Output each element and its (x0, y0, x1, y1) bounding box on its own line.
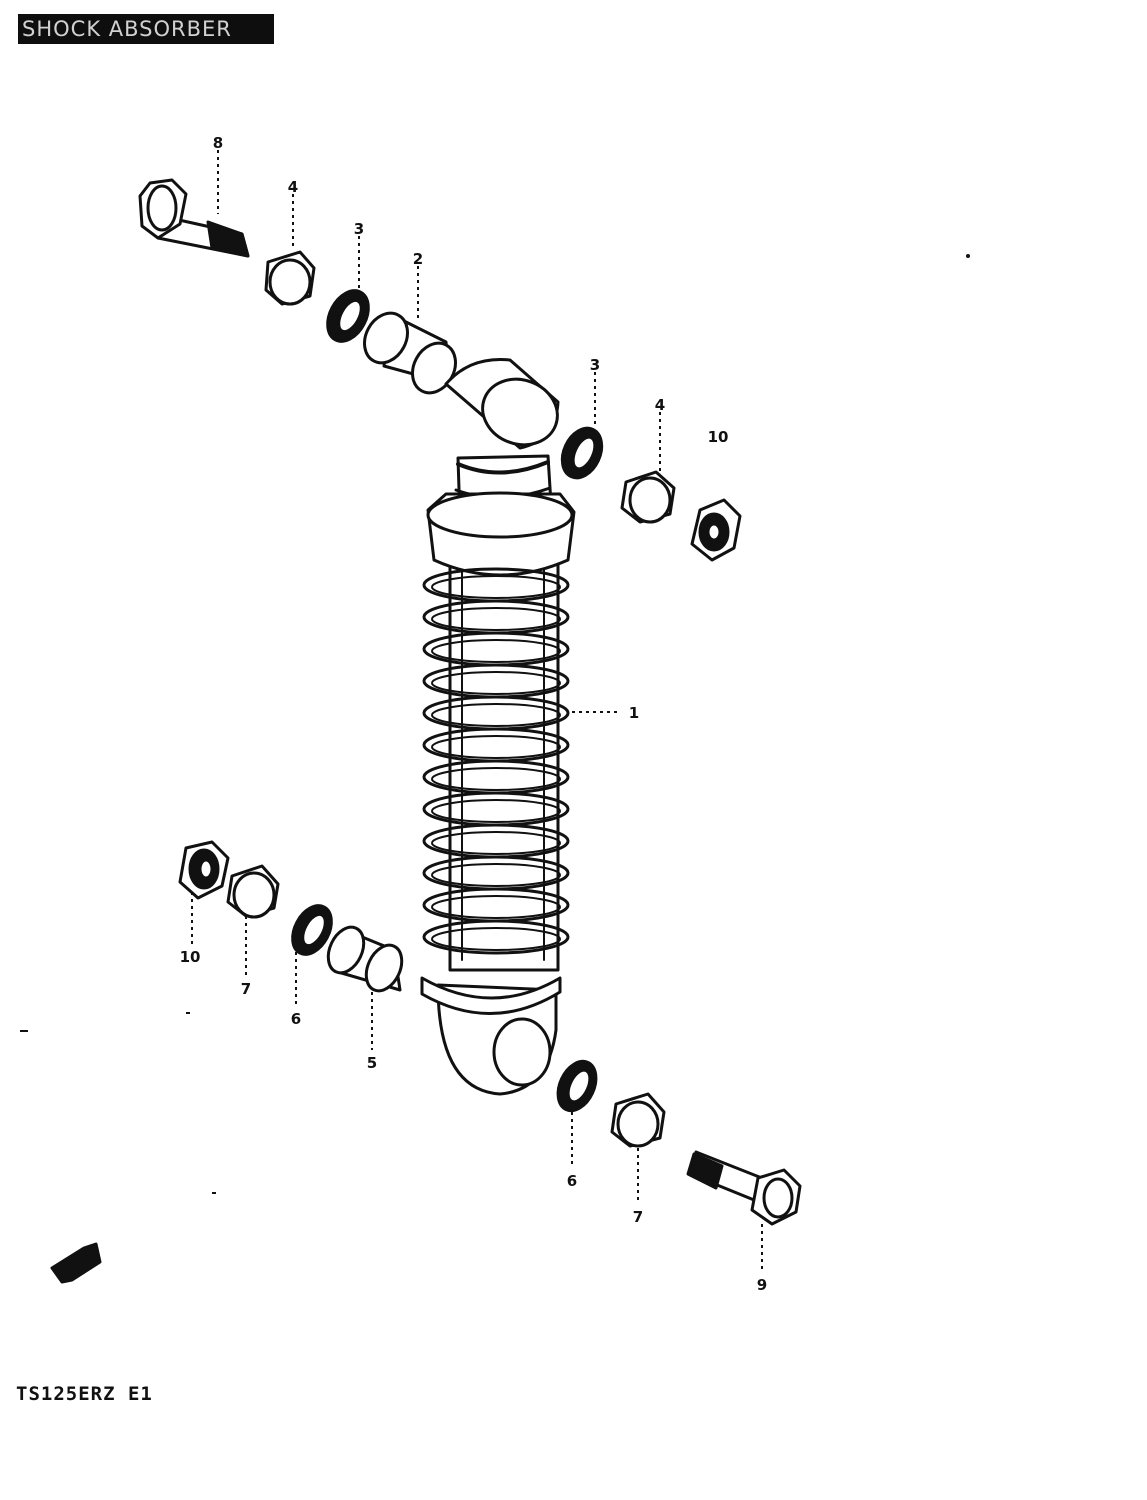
callout-4-upper-left: 4 (288, 178, 298, 196)
spring-coil-inner (431, 575, 561, 599)
callout-1: 1 (629, 704, 639, 722)
callout-3-upper-left: 3 (354, 220, 364, 238)
seal-upper-left-part3[interactable] (319, 284, 376, 349)
bolt-lower-part9[interactable] (686, 1150, 802, 1226)
collar-upper-right-part4[interactable] (620, 470, 676, 524)
callout-6-lower-right: 6 (567, 1172, 577, 1190)
spring-coil-inner (431, 863, 561, 887)
callout-3-upper-right: 3 (590, 356, 600, 374)
model-code: TS125ERZ E1 (16, 1383, 153, 1405)
spring-coil-inner (431, 639, 561, 663)
front-direction-arrow-icon (50, 1242, 102, 1284)
spring-coil-inner (431, 927, 561, 951)
spring-coil-inner (431, 895, 561, 919)
callout-4-upper-right: 4 (655, 396, 665, 414)
callout-2: 2 (413, 250, 423, 268)
spring-coil-inner (431, 799, 561, 823)
callout-9: 9 (757, 1276, 767, 1294)
collar-upper-left-part4[interactable] (264, 250, 316, 306)
header-bar (18, 14, 274, 44)
seal-upper-right-part3[interactable] (555, 422, 610, 484)
spring-coil-inner (431, 671, 561, 695)
callout-10-lower-left: 10 (180, 948, 201, 966)
seal-lower-left-part6[interactable] (285, 899, 339, 961)
spring-coil (422, 919, 570, 955)
spring-coil-inner (431, 735, 561, 759)
bolt-upper-part8[interactable] (138, 178, 250, 258)
spring-coil-inner (431, 607, 561, 631)
callout-5: 5 (367, 1054, 377, 1072)
collar-lower-left-part7[interactable] (226, 864, 280, 919)
callout-8: 8 (213, 134, 223, 152)
spring-coil-inner (431, 703, 561, 727)
spring-coil-inner (431, 831, 561, 855)
seal-lower-right-part6[interactable] (551, 1055, 604, 1116)
spring-coil-inner (431, 767, 561, 791)
callout-6-lower-left: 6 (291, 1010, 301, 1028)
callout-7-lower-left: 7 (241, 980, 251, 998)
nut-lower-left-part10[interactable] (178, 840, 230, 900)
callout-7-lower-right: 7 (633, 1208, 643, 1226)
nut-upper-right-part10[interactable] (690, 498, 742, 562)
callout-10-upper-right: 10 (708, 428, 729, 446)
diagram-title: SHOCK ABSORBER (22, 17, 232, 41)
spacer-lower-part5[interactable] (321, 921, 408, 996)
collar-lower-right-part7[interactable] (610, 1092, 666, 1148)
shock-absorber-part1[interactable] (420, 358, 576, 1096)
